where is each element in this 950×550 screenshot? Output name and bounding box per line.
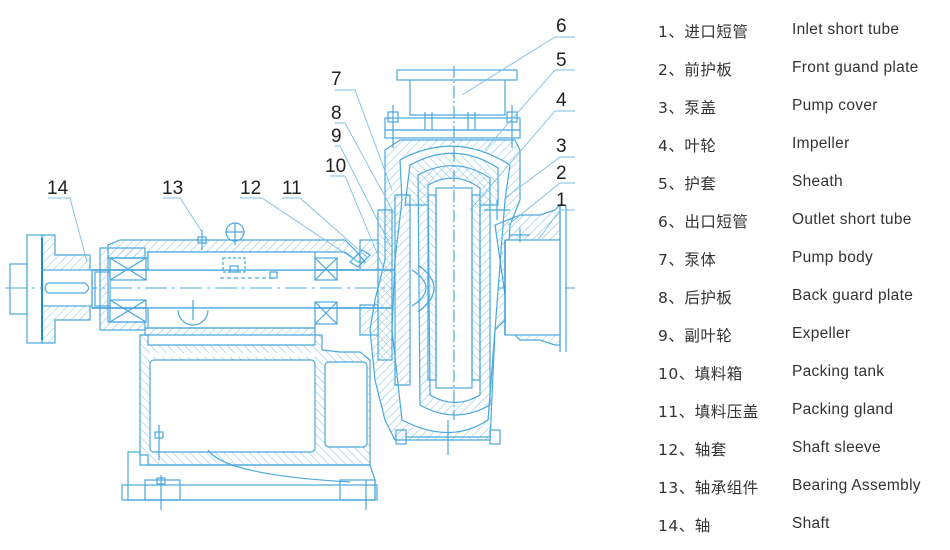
- callout-9: 9: [331, 126, 342, 147]
- legend-en: Expeller: [792, 325, 851, 342]
- leader-10: [330, 175, 386, 273]
- callout-10: 10: [325, 156, 346, 177]
- callout-4: 4: [556, 90, 567, 111]
- legend-cn: 2、前护板: [658, 61, 733, 79]
- leader-7: [335, 89, 393, 191]
- legend-cn: 8、后护板: [658, 289, 733, 307]
- legend-en: Back guard plate: [792, 287, 914, 304]
- coupling: [9, 234, 93, 344]
- callout-5: 5: [556, 50, 567, 71]
- legend-en: Shaft sleeve: [792, 439, 881, 456]
- callout-numbers: 6 5 4 3 2 1 7 8 9 10 11 12 13 14: [47, 16, 567, 211]
- leader-6: [461, 36, 575, 96]
- leader-4: [469, 110, 575, 211]
- leader-lines: [48, 36, 575, 273]
- legend-cn: 12、轴套: [658, 441, 727, 459]
- legend-en: Pump body: [792, 249, 874, 266]
- legend-cn: 14、轴: [658, 517, 711, 535]
- back-plate-expeller: [349, 194, 435, 386]
- callout-2: 2: [556, 163, 567, 184]
- inlet-short-tube: [484, 200, 567, 352]
- bearing-housing: [107, 222, 367, 336]
- impeller-sheath: [395, 150, 501, 455]
- legend-en: Shaft: [792, 515, 830, 532]
- pump-cross-section-drawing: 6 5 4 3 2 1 7 8 9 10 11 12 13 14: [5, 16, 575, 510]
- legend-cn: 6、出口短管: [658, 213, 749, 231]
- callout-8: 8: [331, 103, 342, 124]
- callout-12: 12: [240, 178, 261, 199]
- legend-en: Outlet short tube: [792, 211, 912, 228]
- callout-1: 1: [556, 190, 567, 211]
- legend-en: Inlet short tube: [792, 21, 900, 38]
- callout-7: 7: [331, 69, 342, 90]
- legend-cn: 1、进口短管: [658, 23, 749, 41]
- leader-11: [282, 197, 369, 259]
- leader-13: [163, 197, 203, 233]
- legend-cn: 9、副叶轮: [658, 327, 733, 345]
- leader-5: [484, 69, 575, 151]
- leader-1: [537, 209, 575, 241]
- legend-en: Pump cover: [792, 97, 878, 114]
- legend-cn: 5、护套: [658, 175, 717, 193]
- legend-cn: 4、叶轮: [658, 137, 717, 155]
- leader-3: [504, 156, 575, 199]
- right-bearing: [314, 257, 338, 325]
- legend-cn: 7、泵体: [658, 251, 717, 269]
- legend-en: Sheath: [792, 173, 843, 190]
- callout-3: 3: [556, 136, 567, 157]
- leader-9: [335, 145, 391, 246]
- legend-en: Front guand plate: [792, 59, 919, 76]
- legend-en: Impeller: [792, 135, 850, 152]
- leader-14: [48, 197, 88, 263]
- legend-cn: 11、填料压盖: [658, 403, 759, 421]
- leader-12: [240, 197, 359, 263]
- callout-14: 14: [47, 178, 69, 199]
- legend-cn: 10、填料箱: [658, 365, 743, 383]
- left-bearing: [99, 247, 147, 331]
- legend-en: Packing tank: [792, 363, 885, 380]
- leader-8: [335, 122, 396, 216]
- legend-cn: 13、轴承组件: [658, 479, 759, 497]
- legend-en: Packing gland: [792, 401, 894, 418]
- leader-2: [507, 182, 575, 226]
- callout-11: 11: [282, 178, 302, 199]
- callout-13: 13: [162, 178, 183, 199]
- pedestal-frame: [121, 334, 378, 510]
- legend-cn: 3、泵盖: [658, 99, 717, 117]
- callout-6: 6: [556, 16, 567, 37]
- legend-en: Bearing Assembly: [792, 477, 921, 494]
